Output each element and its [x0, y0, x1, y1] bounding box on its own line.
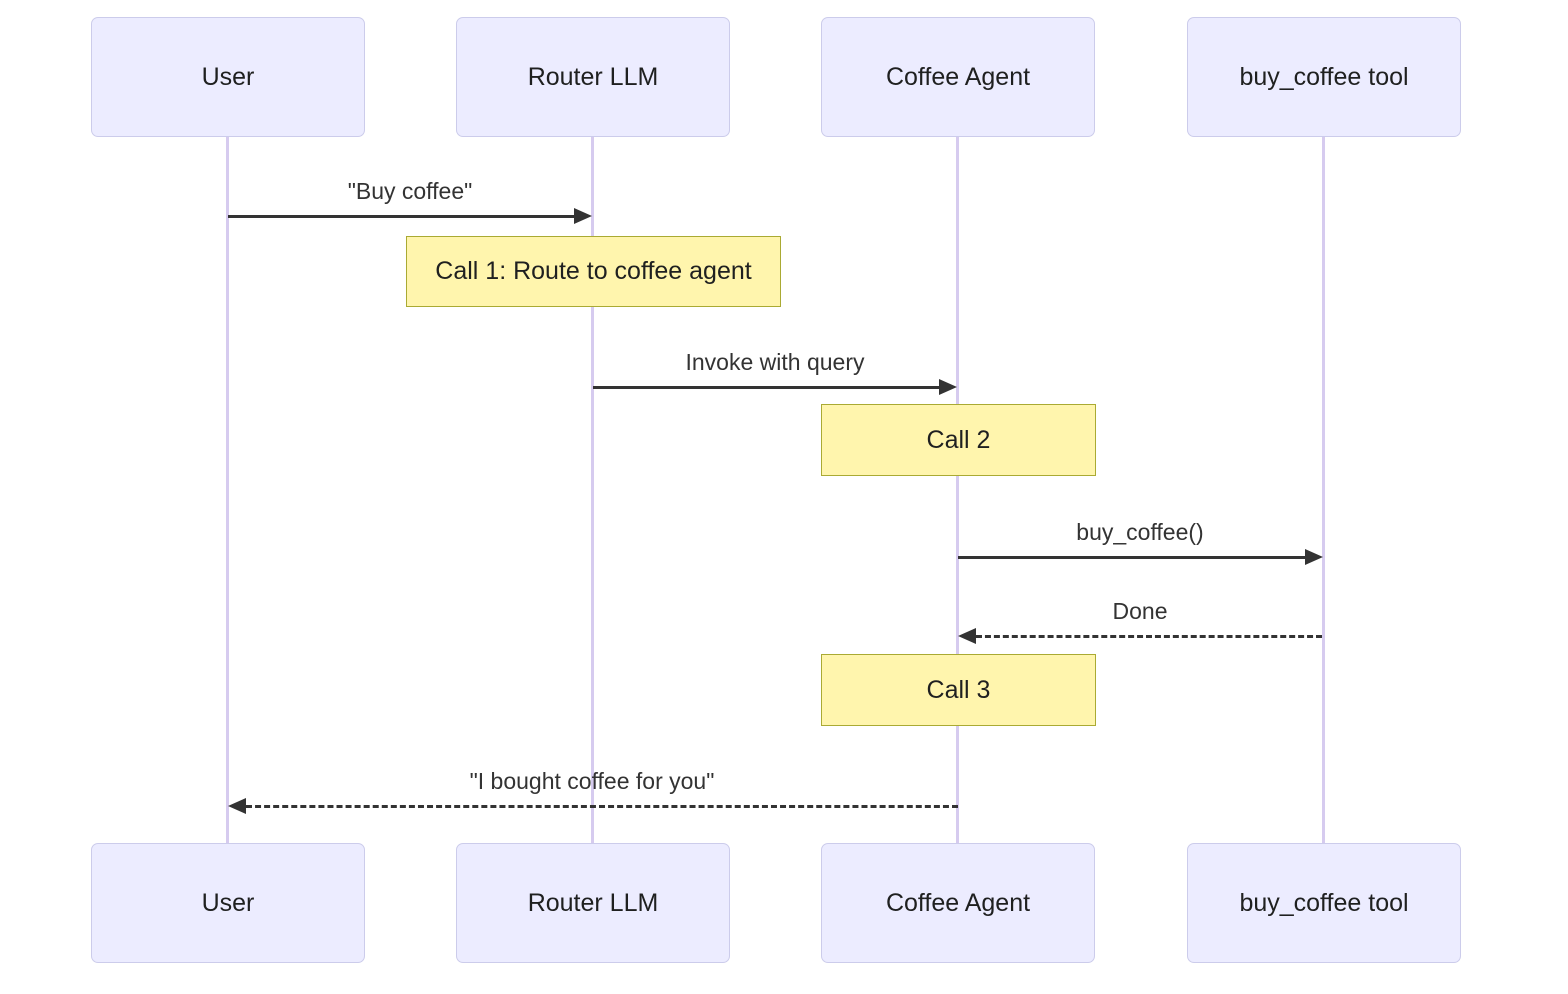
message-line-buy-coffee [228, 215, 575, 218]
arrowhead-right-icon [939, 379, 957, 395]
lifeline-router-llm [591, 137, 594, 843]
participant-coffee-agent-top: Coffee Agent [821, 17, 1095, 137]
message-line-i-bought-coffee [246, 805, 958, 808]
arrowhead-left-icon [228, 798, 246, 814]
note-call-1: Call 1: Route to coffee agent [406, 236, 781, 307]
participant-label: User [201, 888, 255, 917]
participant-label: Router LLM [527, 888, 659, 917]
participant-label: buy_coffee tool [1239, 888, 1409, 917]
participant-label: Coffee Agent [885, 888, 1031, 917]
message-label-done: Done [1112, 598, 1168, 624]
participant-coffee-agent-bottom: Coffee Agent [821, 843, 1095, 963]
arrowhead-right-icon [1305, 549, 1323, 565]
participant-label: User [201, 62, 255, 91]
participant-buy-coffee-tool-bottom: buy_coffee tool [1187, 843, 1461, 963]
participant-user-bottom: User [91, 843, 365, 963]
message-label-buy-coffee: "Buy coffee" [347, 178, 473, 204]
participant-buy-coffee-tool-top: buy_coffee tool [1187, 17, 1461, 137]
lifeline-buy-coffee-tool [1322, 137, 1325, 843]
note-call-2: Call 2 [821, 404, 1096, 476]
message-line-invoke-with-query [593, 386, 940, 389]
participant-label: Coffee Agent [885, 62, 1031, 91]
note-label: Call 1: Route to coffee agent [435, 257, 752, 285]
note-label: Call 2 [926, 425, 991, 454]
participant-label: Router LLM [527, 62, 659, 91]
message-label-i-bought-coffee: "I bought coffee for you" [469, 768, 715, 794]
message-label-invoke-with-query: Invoke with query [685, 349, 865, 375]
participant-router-llm-bottom: Router LLM [456, 843, 730, 963]
note-label: Call 3 [926, 675, 991, 704]
lifeline-user [226, 137, 229, 843]
arrowhead-left-icon [958, 628, 976, 644]
message-line-done [976, 635, 1322, 638]
note-call-3: Call 3 [821, 654, 1096, 726]
arrowhead-right-icon [574, 208, 592, 224]
participant-router-llm-top: Router LLM [456, 17, 730, 137]
message-line-buy-coffee-call [958, 556, 1306, 559]
participant-label: buy_coffee tool [1239, 62, 1409, 91]
message-label-buy-coffee-call: buy_coffee() [1076, 519, 1204, 545]
lifeline-coffee-agent [956, 137, 959, 843]
participant-user-top: User [91, 17, 365, 137]
